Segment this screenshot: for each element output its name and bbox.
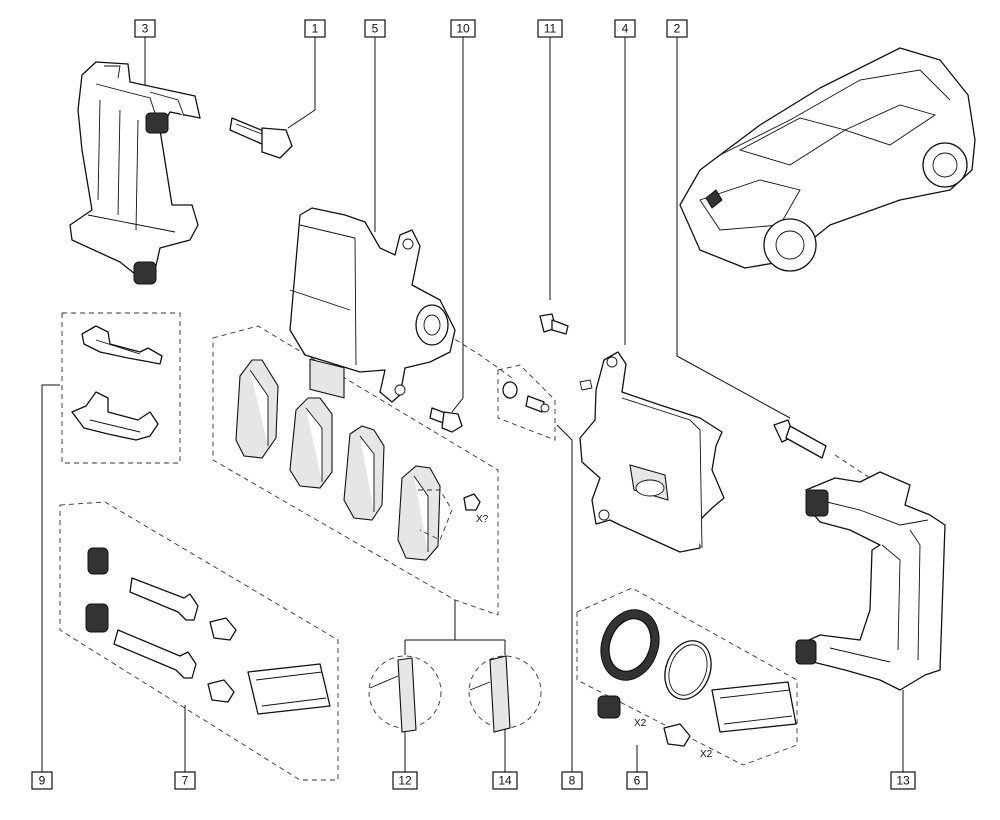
guide-pin-small-kit [502, 379, 593, 413]
pad-spring-clips [71, 325, 163, 441]
svg-text:10: 10 [456, 22, 470, 36]
callout-5: 5 [364, 19, 386, 38]
callout-11: 11 [537, 19, 563, 38]
kit-outlines [59, 312, 871, 781]
caliper-bolt [429, 407, 463, 433]
carrier-bolt-right [773, 419, 827, 459]
callout-4: 4 [614, 19, 636, 38]
brake-pads-set [235, 359, 481, 561]
svg-text:7: 7 [182, 774, 189, 788]
svg-text:14: 14 [498, 774, 512, 788]
detail-circles [368, 655, 542, 733]
svg-text:5: 5 [372, 22, 379, 36]
callout-9: 9 [31, 771, 53, 790]
svg-text:9: 9 [39, 774, 46, 788]
brake-caliper-assembly [579, 351, 725, 553]
callout-10: 10 [450, 19, 476, 38]
callout-8: 8 [561, 771, 583, 790]
callout-13: 13 [890, 771, 916, 790]
callout-2: 2 [666, 19, 688, 38]
svg-text:6: 6 [634, 774, 641, 788]
guide-pin-kit [85, 547, 331, 715]
piston-seal-kit [597, 609, 797, 747]
carrier-bolt [229, 117, 293, 159]
svg-text:4: 4 [622, 22, 629, 36]
callout-12: 12 [392, 771, 418, 790]
svg-text:2: 2 [674, 22, 681, 36]
caliper-carrier-right [795, 471, 946, 691]
svg-text:1: 1 [312, 22, 319, 36]
kit6-bolt-quantity: X2 [700, 749, 713, 760]
svg-text:11: 11 [544, 22, 557, 36]
callout-7: 7 [174, 771, 196, 790]
svg-text:13: 13 [896, 774, 910, 788]
svg-text:8: 8 [569, 774, 576, 788]
callout-6: 6 [626, 771, 648, 790]
svg-text:3: 3 [142, 22, 149, 36]
pads-bolt-quantity: X? [476, 514, 489, 525]
bleed-screw [539, 313, 569, 335]
caliper-carrier-upper-left [69, 61, 201, 285]
vehicle-illustration [679, 47, 976, 272]
callout-14: 14 [492, 771, 518, 790]
brake-caliper-body [289, 207, 456, 403]
callout-3: 3 [134, 19, 156, 38]
callout-1: 1 [304, 19, 326, 38]
svg-text:12: 12 [398, 774, 412, 788]
kit6-boot-quantity: X2 [634, 718, 647, 729]
